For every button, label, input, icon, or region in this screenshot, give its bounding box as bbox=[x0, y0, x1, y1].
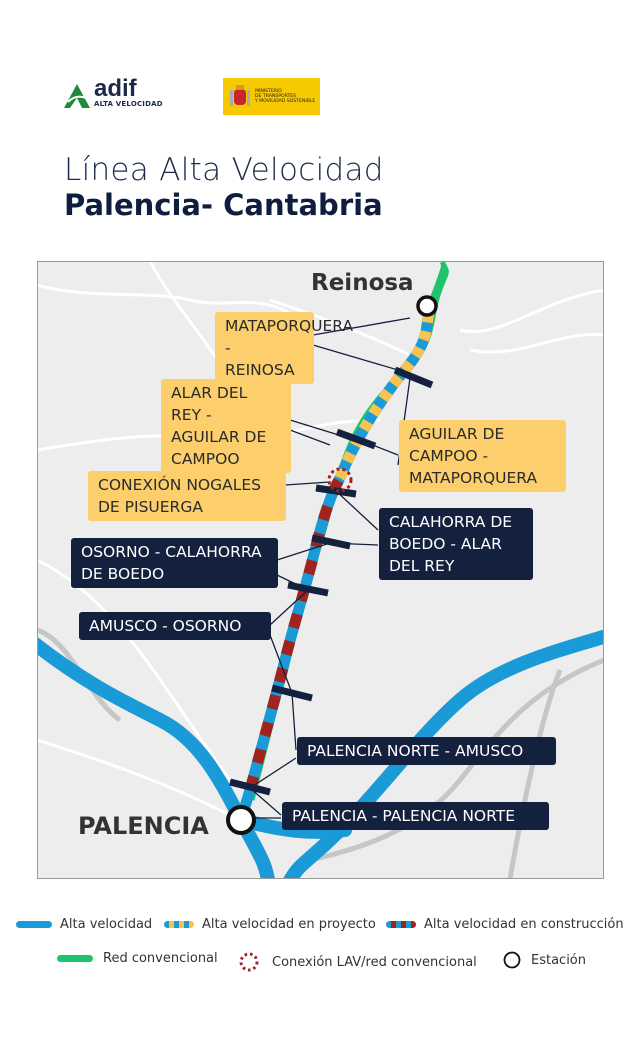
legend-label: Conexión LAV/red convencional bbox=[272, 954, 477, 970]
legend-label: Alta velocidad en proyecto bbox=[202, 917, 376, 932]
legend-label: Alta velocidad en construcción bbox=[424, 917, 624, 932]
legend-en-proyecto: Alta velocidad en proyecto bbox=[164, 917, 376, 932]
section-label[interactable]: CALAHORRA DE BOEDO - ALAR DEL REY bbox=[379, 508, 533, 580]
coat-of-arms-icon bbox=[230, 84, 250, 106]
station-palencia-icon[interactable] bbox=[226, 805, 256, 835]
station-reinosa-icon[interactable] bbox=[416, 295, 438, 317]
project-line-swatch-icon bbox=[164, 921, 194, 928]
section-label[interactable]: OSORNO - CALAHORRA DE BOEDO bbox=[71, 538, 278, 588]
city-reinosa: Reinosa bbox=[311, 270, 414, 296]
ministry-name: MINISTERIO DE TRANSPORTES Y MOVILIDAD SO… bbox=[255, 89, 316, 104]
legend-en-construccion: Alta velocidad en construcción bbox=[386, 917, 624, 932]
adif-mark-icon bbox=[64, 84, 90, 108]
adif-wordmark: adif bbox=[94, 75, 137, 102]
connection-dotted-circle-icon bbox=[239, 952, 259, 972]
station-circle-icon bbox=[503, 951, 521, 969]
route-map: Reinosa PALENCIA MATAPORQUERA - REINOSA … bbox=[37, 261, 604, 879]
background-roads bbox=[38, 262, 603, 817]
section-label[interactable]: PALENCIA - PALENCIA NORTE bbox=[282, 802, 549, 830]
title-line-2: Palencia- Cantabria bbox=[64, 188, 383, 222]
connection-marker-icon bbox=[327, 467, 353, 493]
construction-segment bbox=[244, 475, 345, 792]
legend-red-convencional: Red convencional bbox=[57, 951, 218, 966]
section-label[interactable]: ALAR DEL REY - AGUILAR DE CAMPOO bbox=[161, 379, 291, 473]
section-label[interactable]: AGUILAR DE CAMPOO - MATAPORQUERA bbox=[399, 420, 566, 492]
legend-estacion: Estación bbox=[503, 951, 586, 969]
legend-label: Red convencional bbox=[103, 951, 218, 966]
green-line-swatch-icon bbox=[57, 955, 93, 962]
adif-subtitle: ALTA VELOCIDAD bbox=[94, 100, 163, 108]
ministry-logo: MINISTERIO DE TRANSPORTES Y MOVILIDAD SO… bbox=[223, 78, 320, 115]
construction-line-swatch-icon bbox=[386, 921, 416, 928]
section-label[interactable]: MATAPORQUERA - REINOSA bbox=[215, 312, 353, 384]
legend-conexion: Conexión LAV/red convencional bbox=[238, 951, 477, 973]
section-boundary-markers bbox=[229, 366, 434, 796]
legend-label: Alta velocidad bbox=[60, 917, 153, 932]
legend-label: Estación bbox=[531, 952, 587, 968]
city-palencia: PALENCIA bbox=[78, 812, 209, 840]
legend-alta-velocidad: Alta velocidad bbox=[16, 917, 152, 932]
section-label[interactable]: AMUSCO - OSORNO bbox=[79, 612, 271, 640]
title-line-1: Línea Alta Velocidad bbox=[64, 152, 384, 188]
blue-line-swatch-icon bbox=[16, 921, 52, 928]
section-label[interactable]: CONEXIÓN NOGALES DE PISUERGA bbox=[88, 471, 286, 521]
section-label[interactable]: PALENCIA NORTE - AMUSCO bbox=[297, 737, 556, 765]
adif-logo: adif ALTA VELOCIDAD bbox=[64, 75, 163, 108]
